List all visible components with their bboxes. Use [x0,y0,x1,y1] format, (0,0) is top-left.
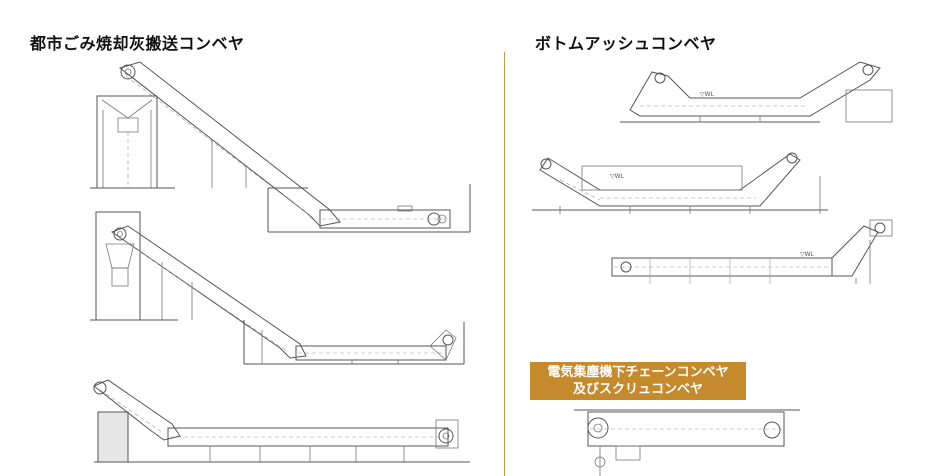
right-conveyor-drawing-1: ▽WL [620,61,893,123]
badge-line-1: 電気集塵機下チェーンコンベヤ [547,365,729,380]
right-conveyor-drawing-4 [574,409,800,476]
right-wl-label-2: ▽WL [610,173,625,180]
right-wl-label-1: ▽WL [700,91,715,98]
left-conveyor-drawing-1 [90,61,471,233]
right-conveyor-drawing-3: ▽WL [611,219,893,284]
badge-line-2: 及びスクリュコンベヤ [572,382,703,397]
section-divider [504,52,505,476]
right-wl-label-3: ▽WL [800,251,815,258]
left-conveyor-drawing-2 [90,211,465,365]
right-conveyor-drawing-2: ▽WL [532,152,828,214]
left-conveyor-drawing-3 [93,379,470,463]
electrostatic-precipitator-conveyor-badge: 電気集塵機下チェーンコンベヤ 及びスクリュコンベヤ [530,362,746,400]
left-section-title: 都市ごみ焼却灰搬送コンベヤ [30,34,245,53]
right-section-title: ボトムアッシュコンベヤ [535,34,717,53]
